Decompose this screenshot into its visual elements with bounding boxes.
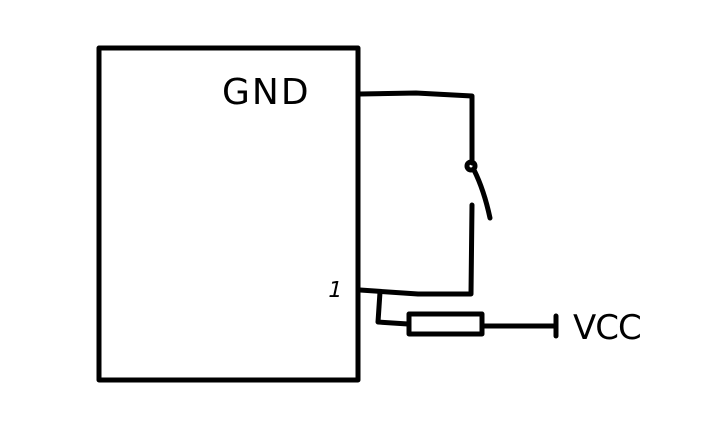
gnd-wire bbox=[357, 90, 475, 166]
switch-pivot bbox=[464, 159, 478, 173]
gnd-label: GND bbox=[222, 72, 311, 113]
switch-lever bbox=[471, 167, 493, 221]
resistor bbox=[406, 311, 485, 337]
pullup-wire bbox=[375, 289, 411, 327]
switch-lower-wire bbox=[357, 202, 475, 297]
vcc-label: VCC bbox=[573, 308, 642, 348]
chip-body bbox=[96, 45, 361, 383]
